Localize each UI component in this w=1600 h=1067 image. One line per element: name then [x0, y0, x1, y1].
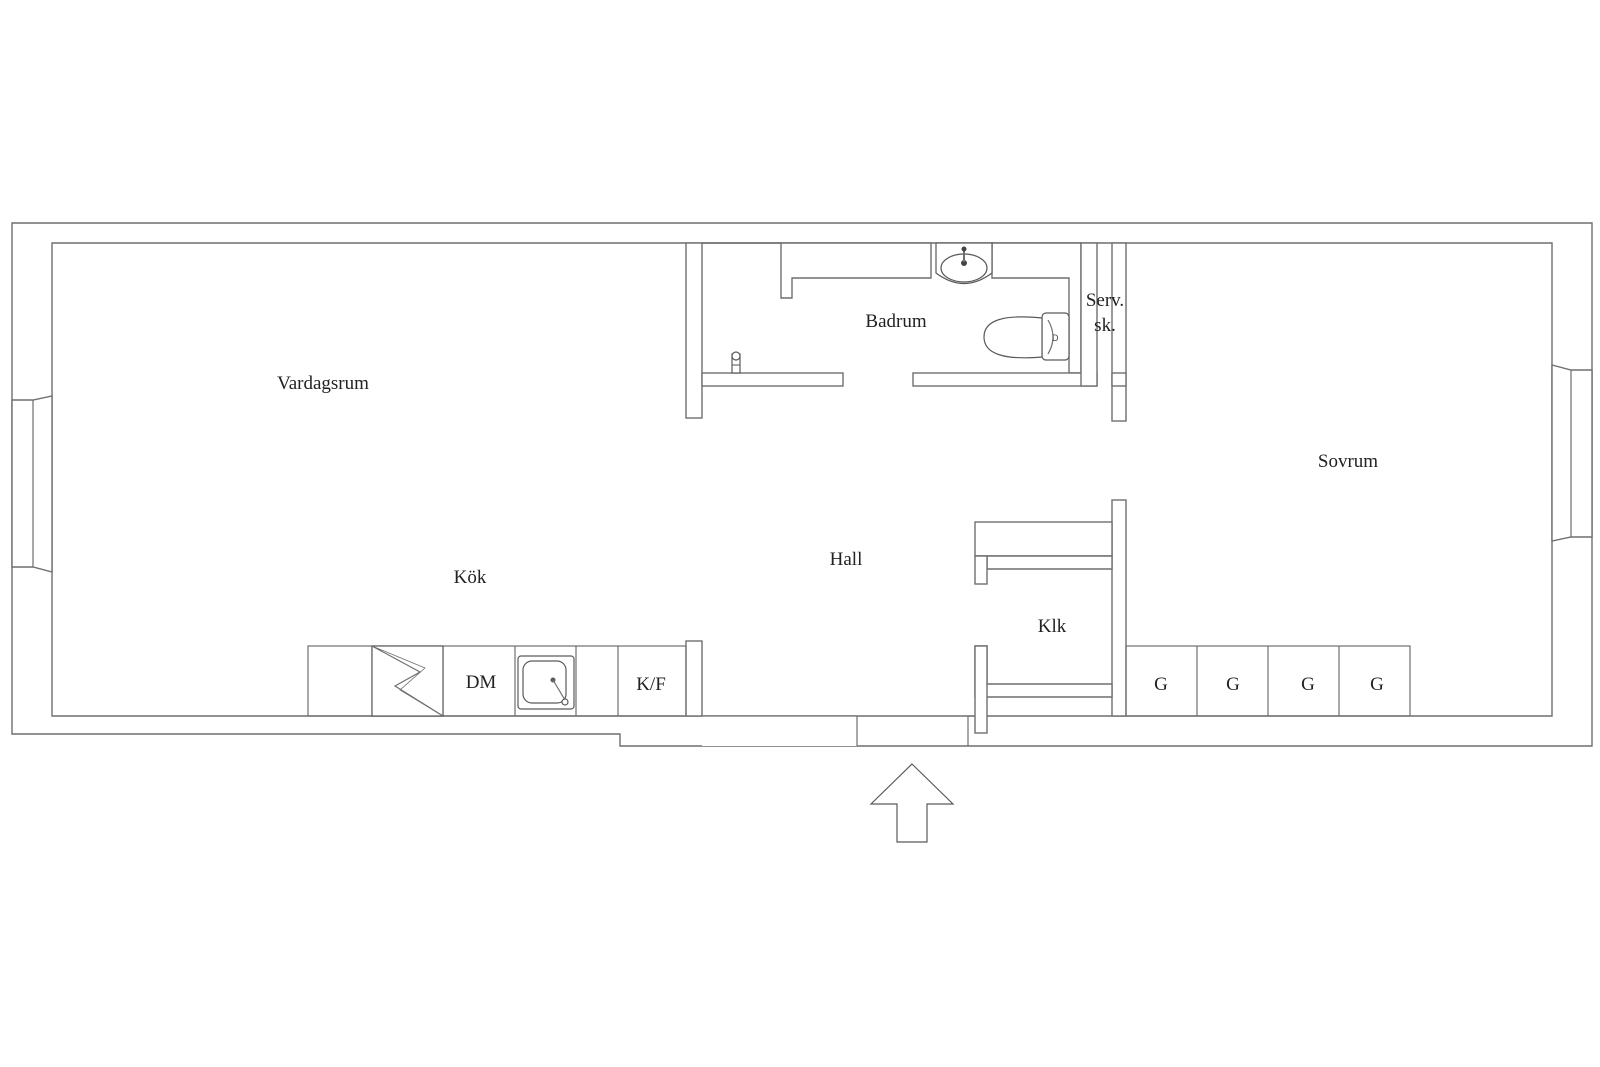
kitchen-counter	[307, 645, 687, 717]
entrance-jamb-left	[702, 716, 857, 746]
room-label-badrum: Badrum	[865, 311, 926, 332]
wall-serv-right	[1111, 372, 1127, 387]
svg-text:D: D	[1052, 333, 1059, 343]
wardrobes	[1125, 645, 1411, 717]
wall-bath-bottom-right	[912, 372, 1098, 387]
wardrobe-label: G	[1226, 674, 1240, 695]
wall-klk-bottom	[974, 645, 1113, 698]
wall-bath-top-left	[702, 242, 932, 299]
window-left	[11, 395, 53, 573]
room-label-sovrum: Sovrum	[1318, 451, 1378, 472]
bathroom-sink-icon	[935, 242, 993, 284]
stove-icon	[371, 645, 444, 717]
toilet-icon: D	[983, 312, 1070, 361]
wall-living-bath	[685, 242, 703, 419]
wall-bedroom-lower	[1111, 499, 1127, 717]
appliance-label-dm: DM	[466, 672, 497, 693]
room-label-serv-2: sk.	[1094, 315, 1116, 336]
window-right	[1551, 364, 1593, 542]
wall-kitchen-hall	[685, 640, 703, 717]
wall-klk-left	[975, 555, 1113, 570]
entrance-arrow-icon	[869, 763, 955, 843]
wardrobe-label: G	[1154, 674, 1168, 695]
kitchen-sink-icon	[517, 655, 575, 710]
wardrobe-label: G	[1370, 674, 1384, 695]
wall-bath-bottom-left	[701, 372, 844, 387]
room-label-hall: Hall	[830, 549, 863, 570]
wall-klk-side-bottom	[974, 645, 988, 734]
floor-drain-icon	[731, 351, 741, 374]
exterior-wall	[11, 222, 1593, 747]
wall-klk-side-top	[974, 555, 988, 585]
room-label-serv-1: Serv.	[1086, 290, 1124, 311]
wardrobe-label: G	[1301, 674, 1315, 695]
wall-closet-divider	[1080, 242, 1098, 387]
room-label-klk: Klk	[1038, 616, 1067, 637]
room-label-vardagsrum: Vardagsrum	[277, 373, 369, 394]
wall-klk-top	[974, 521, 1113, 557]
room-label-kok: Kök	[454, 567, 487, 588]
appliance-label-kf: K/F	[636, 674, 666, 695]
